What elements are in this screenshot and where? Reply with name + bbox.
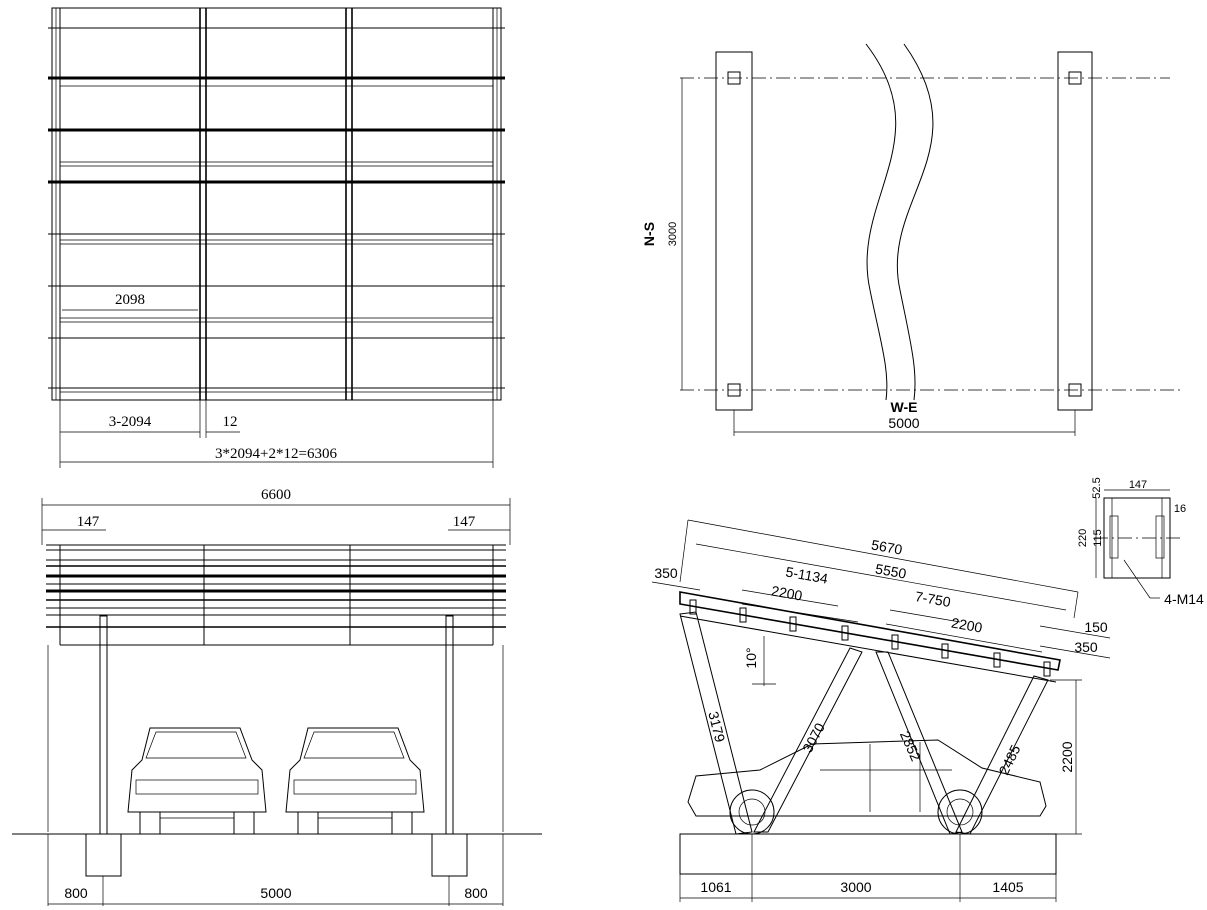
- detail-dim-side: 16: [1174, 503, 1186, 515]
- car-side: [687, 739, 1047, 835]
- car-rear-right: [285, 727, 425, 835]
- dim-panels: 3-2094: [109, 414, 152, 430]
- strut-1: [753, 647, 863, 833]
- roof-beam: [679, 591, 1061, 671]
- dim-we: 5000: [888, 415, 919, 431]
- dim-panel-width: 2098: [115, 292, 145, 308]
- base-plate-detail: 147 52.5 16 220 115 4-M14: [1077, 477, 1204, 607]
- foundation-plan: 3000 N-S W-E 5000: [641, 43, 1180, 436]
- break-line-left: [865, 43, 897, 401]
- dim-span: 5000: [260, 885, 291, 901]
- detail-dim-height: 220: [1077, 529, 1089, 547]
- dim-right-overhang: 147: [453, 514, 476, 530]
- side-elevation: 5670 5550 5-1134 2200 7-750 2200 350 150…: [651, 519, 1111, 902]
- angle: 10°: [743, 647, 759, 668]
- dim-ns: 3000: [667, 222, 679, 246]
- dim-gap: 12: [223, 414, 238, 430]
- dim-left-footing: 800: [64, 885, 88, 901]
- dim-total: 3*2094+2*12=6306: [215, 446, 337, 462]
- dim-rear-post: 3179: [705, 710, 728, 744]
- dim-base-left: 1061: [700, 879, 731, 895]
- break-line-right: [896, 43, 934, 401]
- detail-dim-inner: 115: [1092, 529, 1104, 547]
- ground-slab: [679, 833, 1057, 875]
- dim-left-end: 350: [654, 565, 678, 581]
- front-elevation: 6600 147 147: [12, 487, 542, 906]
- dim-right-footing: 800: [464, 885, 488, 901]
- car-rear-left: [127, 727, 267, 835]
- label-we: W-E: [891, 399, 918, 415]
- dim-right-end-b: 350: [1074, 639, 1098, 655]
- detail-dim-width: 147: [1129, 479, 1147, 491]
- detail-dim-top: 52.5: [1091, 477, 1103, 498]
- footing-front-right: [431, 833, 468, 877]
- post-left: [99, 615, 108, 835]
- footing-left: [715, 51, 753, 411]
- plan-outline: [51, 7, 502, 401]
- dim-purlin-spacing-left: 5-1134: [785, 564, 830, 587]
- dim-brace-left: 2200: [770, 582, 804, 603]
- label-ns: N-S: [641, 222, 657, 246]
- dim-overall: 6600: [261, 487, 291, 503]
- footing-front-left: [85, 833, 122, 877]
- dim-height: 2200: [1059, 741, 1075, 772]
- dim-base-mid: 3000: [840, 879, 871, 895]
- post-right: [445, 615, 454, 835]
- strut-2: [875, 651, 963, 835]
- plan-view: 2098 3-2094 12 3*2094+2*12=6306: [48, 7, 505, 468]
- dim-right-end-a: 150: [1084, 619, 1108, 635]
- footing-right: [1057, 51, 1093, 411]
- dim-brace-right: 2200: [950, 614, 984, 635]
- bolt-label: 4-M14: [1164, 591, 1204, 607]
- dim-rafter-length: 5670: [870, 536, 904, 557]
- dim-panel-length: 5550: [874, 560, 908, 581]
- dim-left-overhang: 147: [77, 514, 100, 530]
- dim-purlin-spacing-right: 7-750: [914, 588, 952, 610]
- dim-base-right: 1405: [992, 879, 1023, 895]
- rear-post: [679, 611, 753, 835]
